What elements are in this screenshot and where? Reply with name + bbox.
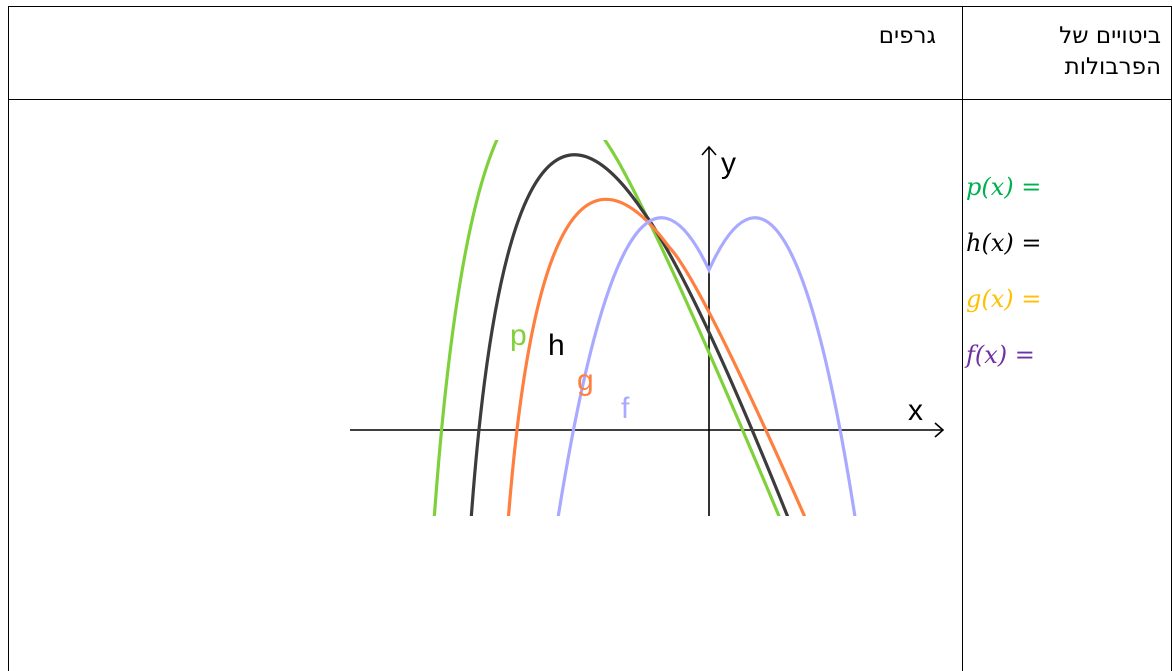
expression-h-label: h(x) = xyxy=(966,229,1042,257)
curve-label-h: h xyxy=(548,329,565,362)
expression-g: g(x) = xyxy=(966,284,1041,340)
header-expressions: ביטויים של הפרבולות xyxy=(1059,23,1161,80)
curve-f xyxy=(556,216,857,516)
y-axis-arrow xyxy=(701,145,717,156)
expressions-list: p(x) = h(x) = g(x) = f(x) = xyxy=(966,172,1041,396)
expression-g-label: g(x) = xyxy=(966,285,1042,313)
curve-p xyxy=(432,140,781,516)
y-axis-label: y xyxy=(721,147,736,180)
x-axis-arrow xyxy=(934,422,945,438)
curve-label-g: g xyxy=(577,364,594,397)
expression-p: p(x) = xyxy=(966,172,1041,228)
curve-h xyxy=(469,153,790,516)
x-axis-label: x xyxy=(908,394,923,427)
expression-p-label: p(x) = xyxy=(966,173,1042,201)
expression-f-label: f(x) = xyxy=(966,341,1035,369)
expression-f: f(x) = xyxy=(966,340,1041,396)
curve-label-p: p xyxy=(510,319,527,352)
parabolas-graph: p h g f y x xyxy=(350,140,945,516)
header-graphs: גרפים xyxy=(878,23,936,49)
table-row-divider xyxy=(9,99,1171,100)
table-column-divider xyxy=(962,7,963,671)
curve-label-f: f xyxy=(621,392,630,425)
expression-h: h(x) = xyxy=(966,228,1041,284)
